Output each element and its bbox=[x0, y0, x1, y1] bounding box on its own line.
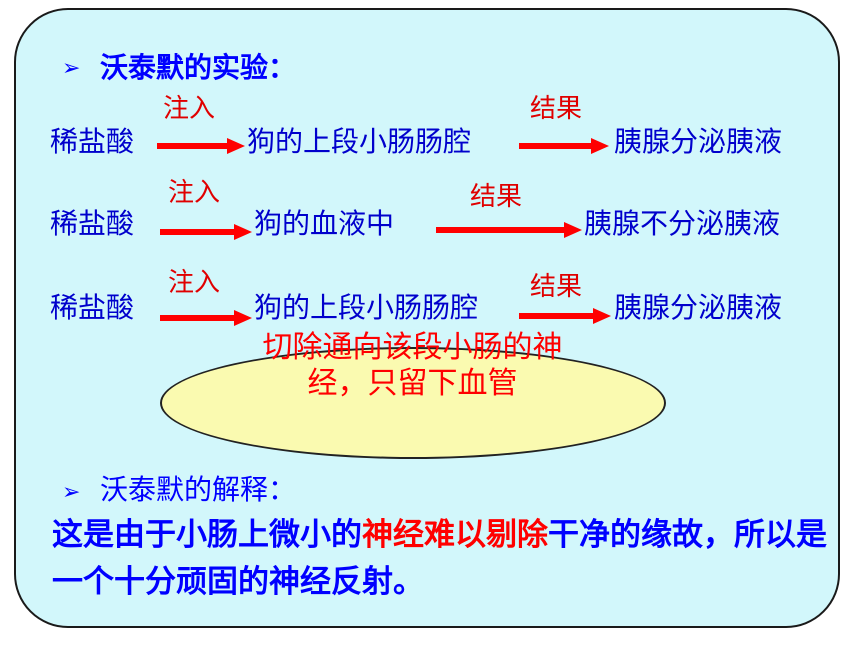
row1-result: 胰腺分泌胰液 bbox=[614, 125, 783, 158]
explain-bullet-icon: ➢ bbox=[62, 480, 81, 505]
row2-result: 胰腺不分泌胰液 bbox=[584, 207, 781, 240]
heading-bullet-icon: ➢ bbox=[62, 56, 81, 81]
row3-arrow-result bbox=[519, 308, 611, 324]
row3-arrow-inject bbox=[160, 310, 252, 326]
row1-label-result: 结果 bbox=[530, 94, 583, 124]
row3-result: 胰腺分泌胰液 bbox=[614, 291, 783, 324]
row1-arrow-inject bbox=[157, 138, 245, 154]
row3-middle: 狗的上段小肠肠腔 bbox=[254, 291, 479, 324]
row1-start: 稀盐酸 bbox=[50, 125, 135, 158]
row2-middle: 狗的血液中 bbox=[254, 207, 395, 240]
explain-part1: 这是由于小肠上微小的 bbox=[52, 517, 362, 553]
explain-highlight: 神经难以剔除 bbox=[362, 517, 548, 553]
row2-label-inject: 注入 bbox=[168, 178, 221, 208]
row3-start: 稀盐酸 bbox=[50, 291, 135, 324]
explain-body: 这是由于小肠上微小的神经难以剔除干净的缘故，所以是一个十分顽固的神经反射。 bbox=[52, 512, 832, 605]
row3-label-result: 结果 bbox=[530, 272, 583, 302]
row1-label-inject: 注入 bbox=[163, 94, 216, 124]
row1-arrow-result bbox=[519, 138, 609, 154]
row2-arrow-result bbox=[436, 222, 582, 238]
row2-arrow-inject bbox=[160, 224, 252, 240]
explain-part3: 干净的缘故，所以是一个十分顽固的神经反射。 bbox=[52, 517, 827, 600]
row2-start: 稀盐酸 bbox=[50, 207, 135, 240]
row3-label-inject: 注入 bbox=[168, 268, 221, 298]
note-text: 切除通向该段小肠的神经，只留下血管 bbox=[262, 330, 563, 401]
row1-middle: 狗的上段小肠肠腔 bbox=[247, 125, 472, 158]
note-ellipse bbox=[160, 347, 666, 459]
explain-title: 沃泰默的解释： bbox=[100, 473, 297, 506]
row2-label-result: 结果 bbox=[470, 182, 523, 212]
heading-title: 沃泰默的实验： bbox=[100, 51, 297, 84]
slide-panel bbox=[14, 8, 840, 628]
